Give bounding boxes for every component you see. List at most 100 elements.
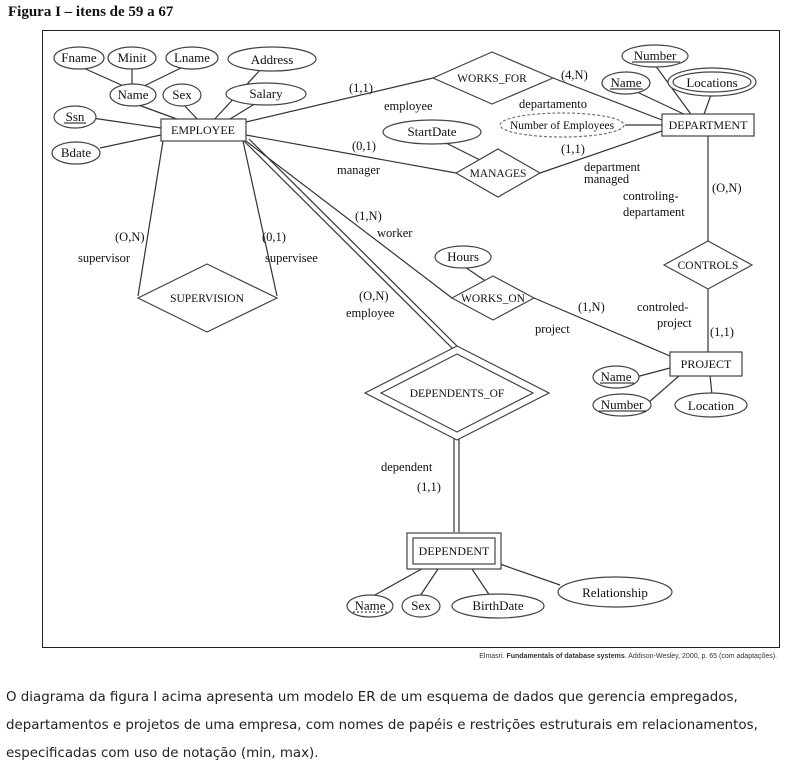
manages-label: MANAGES bbox=[470, 168, 527, 180]
supervision-label: SUPERVISION bbox=[170, 293, 245, 305]
source-title: Fundamentals of database systems bbox=[506, 653, 625, 660]
salary-attribute bbox=[225, 82, 307, 106]
line-lname bbox=[139, 65, 186, 89]
minit-label: Minit bbox=[118, 50, 147, 65]
emp-name-attribute bbox=[109, 83, 157, 107]
line-employee-dependents-of-b bbox=[248, 138, 460, 349]
works-on-project-cardinality: (1,N) bbox=[578, 300, 605, 314]
hours-attribute bbox=[434, 245, 492, 269]
sex-label: Sex bbox=[172, 87, 192, 102]
employee-entity bbox=[160, 118, 247, 142]
line-employee-manages bbox=[245, 134, 457, 174]
line-employee-works-on bbox=[245, 140, 453, 299]
controls-project-role-line1: controled- bbox=[637, 300, 688, 314]
department-label: DEPARTMENT bbox=[669, 118, 749, 132]
works-for-employee-role: employee bbox=[384, 99, 433, 113]
dependents-of-dependent-role: dependent bbox=[381, 460, 433, 474]
dependent-entity-inner bbox=[412, 537, 496, 565]
works-on-project-role: project bbox=[535, 322, 570, 336]
fname-attribute bbox=[53, 46, 105, 70]
line-location bbox=[709, 374, 713, 396]
supervision-supervisee-cardinality: (0,1) bbox=[262, 230, 286, 244]
salary-label: Salary bbox=[249, 86, 283, 101]
ssn-label: Ssn bbox=[66, 109, 85, 124]
dependents-of-relationship-inner bbox=[379, 353, 535, 433]
source-caption: Elmasri. Fundamentals of database system… bbox=[479, 653, 777, 660]
relationship-attribute bbox=[557, 576, 673, 608]
line-supervisor bbox=[137, 140, 164, 297]
works-on-employee-cardinality: (1,N) bbox=[355, 209, 382, 223]
dept-name-label: Name bbox=[610, 75, 641, 90]
line-dep-sex bbox=[419, 565, 441, 597]
controls-department-role-line1: controling- bbox=[623, 189, 679, 203]
dep-name-label: Name bbox=[354, 598, 385, 613]
line-birthdate bbox=[469, 565, 491, 597]
source-rest: . Addison-Wesley, 2000, p. 65 (com adapt… bbox=[624, 653, 777, 660]
line-relationship bbox=[496, 562, 561, 586]
department-entity bbox=[661, 113, 755, 137]
hours-label: Hours bbox=[447, 249, 479, 264]
dependents-of-dependent-cardinality: (1,1) bbox=[417, 480, 441, 494]
address-attribute bbox=[227, 46, 317, 72]
supervision-relationship bbox=[136, 263, 279, 333]
num-employees-attribute bbox=[499, 112, 625, 138]
line-bdate bbox=[99, 134, 162, 149]
works-for-label: WORKS_FOR bbox=[457, 73, 527, 85]
manages-employee-role: manager bbox=[337, 163, 381, 177]
relationship-label: Relationship bbox=[582, 585, 648, 600]
line-employee-dependents-of-a bbox=[243, 140, 455, 351]
line-works-for-department bbox=[552, 77, 663, 121]
line-dept-number bbox=[654, 64, 694, 118]
line-fname bbox=[78, 65, 129, 89]
location-attribute bbox=[674, 392, 748, 418]
bdate-attribute bbox=[51, 141, 101, 165]
figure-description: O diagrama da figura I acima apresenta u… bbox=[6, 690, 758, 761]
fname-label: Fname bbox=[61, 50, 97, 65]
line-proj-number bbox=[647, 374, 681, 404]
line-employee-works-for bbox=[245, 77, 434, 123]
num-employees-label: Number of Employees bbox=[510, 120, 615, 132]
employee-label: EMPLOYEE bbox=[171, 123, 235, 137]
line-supervisee bbox=[242, 140, 278, 297]
er-diagram: EMPLOYEE DEPARTMENT PROJECT DEPENDENT WO… bbox=[51, 44, 757, 619]
works-for-department-role: departamento bbox=[519, 97, 587, 111]
source-author: Elmasri. bbox=[479, 653, 505, 660]
line-manages-department bbox=[539, 130, 663, 174]
works-on-label: WORKS_ON bbox=[461, 293, 526, 305]
dep-sex-label: Sex bbox=[411, 598, 431, 613]
location-label: Location bbox=[688, 398, 735, 413]
minit-attribute bbox=[107, 46, 157, 70]
dependents-of-label: DEPENDENTS_OF bbox=[410, 388, 505, 400]
works-for-employee-cardinality: (1,1) bbox=[349, 81, 373, 95]
supervision-supervisor-cardinality: (O,N) bbox=[115, 230, 145, 244]
dept-number-label: Number bbox=[634, 48, 677, 63]
supervision-supervisee-role: supervisee bbox=[265, 251, 318, 265]
manages-department-cardinality: (1,1) bbox=[561, 142, 585, 156]
controls-label: CONTROLS bbox=[678, 260, 739, 272]
project-entity bbox=[669, 351, 743, 377]
manages-department-role-line2: managed bbox=[584, 172, 630, 186]
works-for-relationship bbox=[431, 51, 555, 105]
project-label: PROJECT bbox=[681, 357, 732, 371]
works-on-relationship bbox=[450, 275, 536, 321]
birthdate-label: BirthDate bbox=[472, 598, 523, 613]
proj-name-label: Name bbox=[600, 369, 631, 384]
works-on-employee-role: worker bbox=[377, 226, 413, 240]
controls-department-cardinality: (O,N) bbox=[712, 181, 742, 195]
line-dept-name bbox=[636, 91, 691, 118]
figure-title: Figura I – itens de 59 a 67 bbox=[8, 4, 174, 20]
lname-label: Lname bbox=[174, 50, 210, 65]
locations-label: Locations bbox=[686, 75, 737, 90]
line-startdate bbox=[445, 142, 485, 163]
controls-project-cardinality: (1,1) bbox=[710, 325, 734, 339]
bdate-label: Bdate bbox=[61, 145, 92, 160]
dep-sex-attribute bbox=[401, 594, 441, 618]
line-ssn bbox=[91, 117, 162, 129]
works-for-department-cardinality: (4,N) bbox=[561, 68, 588, 82]
manages-department-role-line1: department bbox=[584, 160, 641, 174]
controls-department-role-line2: departament bbox=[623, 205, 685, 219]
controls-project-role-line2: project bbox=[657, 316, 692, 330]
sex-attribute bbox=[162, 83, 202, 107]
line-proj-name bbox=[635, 367, 671, 378]
supervision-supervisor-role: supervisor bbox=[78, 251, 131, 265]
